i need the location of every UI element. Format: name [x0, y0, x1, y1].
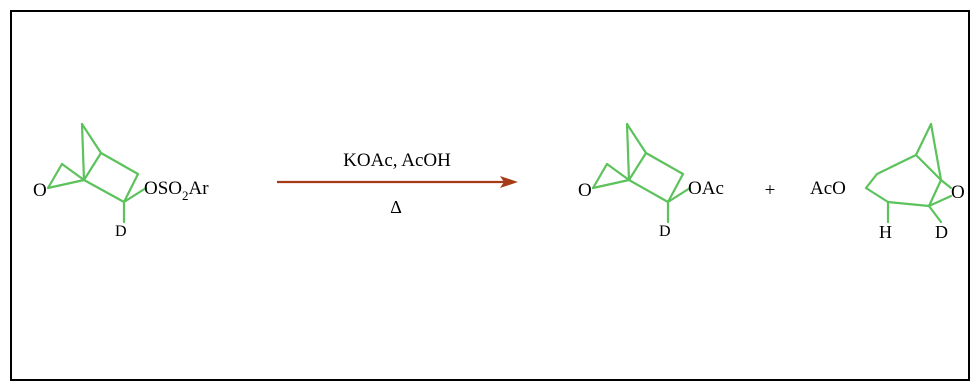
- product-2-ring: [864, 153, 943, 208]
- reactant-leaving-group-subscript: 2: [182, 188, 189, 203]
- reactant-leaving-group: OSO2Ar: [144, 178, 209, 203]
- product-1-c-oac-bond: [666, 186, 692, 204]
- reactant-c-og-bond: [122, 186, 148, 204]
- product-2-hydrogen: H: [879, 222, 892, 242]
- product-2-o-bond-lower: [927, 194, 953, 208]
- frame-border: [10, 10, 970, 381]
- reactant-o-bond-lower: [46, 178, 86, 190]
- product-1-ring-oxygen: O: [578, 180, 592, 201]
- product-2-deuterium: D: [935, 222, 948, 242]
- product-2-ring-oxygen: O: [951, 182, 965, 203]
- product-2-c-d-bond: [927, 204, 943, 224]
- plus-sign: +: [765, 180, 776, 201]
- reactant-leaving-group-prefix: OSO: [144, 178, 182, 199]
- product-1-deuterium: D: [659, 223, 671, 240]
- product-1-bridge: [625, 122, 648, 155]
- reactant-ring-oxygen: O: [33, 180, 47, 201]
- reaction-arrow: [277, 176, 518, 188]
- product-2-bridge-right: [929, 122, 943, 182]
- reactant-structure: [46, 122, 148, 224]
- reactant-deuterium: D: [115, 223, 127, 240]
- product-2-substituent: AcO: [810, 178, 846, 199]
- reactant-bridge-left: [80, 122, 86, 182]
- reactant-bonds-upper: [60, 151, 140, 204]
- reaction-reagents: KOAc, AcOH: [343, 150, 451, 171]
- reactant-leaving-group-suffix: Ar: [189, 178, 210, 199]
- reactant-o-bond-upper: [46, 162, 64, 190]
- product-1-structure: [591, 122, 692, 224]
- product-1-substituent: OAc: [688, 178, 724, 199]
- reaction-heat-symbol: Δ: [390, 197, 402, 217]
- product-1-bonds-upper: [605, 151, 685, 204]
- product-2-bridge-top: [914, 122, 933, 157]
- product-1-o-bond-lower: [591, 178, 631, 190]
- product-2-structure: [864, 122, 953, 224]
- reactant-bridge: [80, 122, 103, 155]
- product-1-bridge-left: [625, 122, 631, 182]
- product-1-o-bond-upper: [591, 162, 609, 190]
- reaction-arrow-head: [500, 176, 518, 188]
- product-2-o-bond-upper: [939, 178, 953, 190]
